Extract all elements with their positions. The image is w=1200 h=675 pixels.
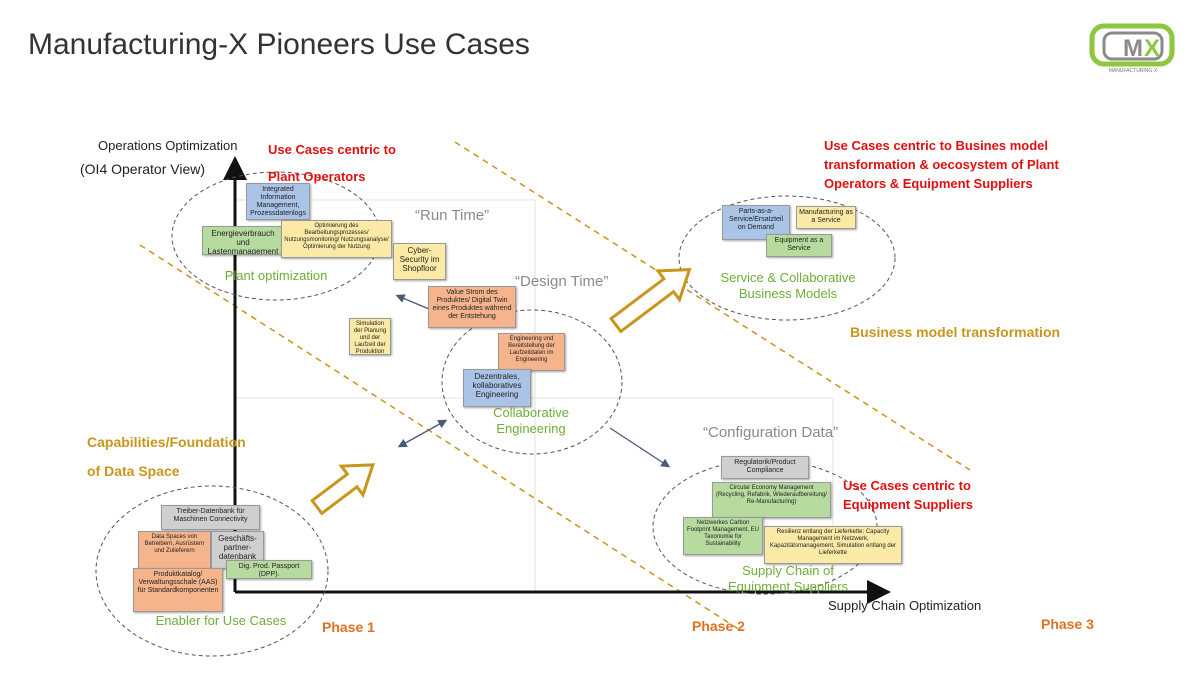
svg-text:X: X <box>1144 35 1160 62</box>
caption-line: Equipment Suppliers <box>728 579 848 594</box>
y-axis-sublabel: (OI4 Operator View) <box>80 161 206 177</box>
configuration-data-label: “Configuration Data” <box>703 424 839 441</box>
svg-text:MANUFACTURING-X: MANUFACTURING-X <box>1109 68 1158 74</box>
note-digital-product-passport: Dig. Prod. Passport (DPP). <box>226 560 312 579</box>
svg-text:M: M <box>1123 35 1143 62</box>
run-time-label: “Run Time” <box>415 207 490 224</box>
heading-plant-operators: Use Cases centric to Plant Operators <box>268 140 396 186</box>
caption-line: Collaborative <box>493 405 569 420</box>
note-carbon-footprint: Netzwerkes Carbon Footprint Management, … <box>683 517 763 555</box>
heading-line: Use Cases centric to Busines model <box>824 138 1048 153</box>
enabler-caption: Enabler for Use Cases <box>155 613 287 628</box>
note-data-spaces: Data Spaces von Betreibern, Ausrüstern u… <box>138 531 211 569</box>
note-simulation: Simulation der Planung und der Laufzeit … <box>349 318 391 355</box>
heading-line: Equipment Suppliers <box>843 497 974 512</box>
heading-line: Operators & Equipment Suppliers <box>824 176 1033 191</box>
note-cyber-security: Cyber-Security im Shopfloor <box>393 243 446 280</box>
caption-line: Service & Collaborative <box>720 270 856 285</box>
y-axis-label: Operations Optimization <box>98 138 238 153</box>
note-engineering-data: Engineering und Bereitstellung der Laufz… <box>498 333 565 371</box>
capabilities-label: Capabilities/Foundation <box>87 434 246 450</box>
note-driver-database: Treiber-Datenbank für Maschinen Connecti… <box>161 505 260 530</box>
manufacturing-x-logo: M X MANUFACTURING-X <box>1089 23 1175 74</box>
note-regulatory-compliance: Regulatorik/Product Compliance <box>721 456 809 479</box>
note-equipment-as-a-service: Equipment as a Service <box>766 234 832 257</box>
note-decentral-engineering: Dezentrales, kollaboratives Engineering <box>463 369 531 407</box>
heading-line: transformation & oecosystem of Plant <box>824 157 1059 172</box>
note-process-optimization: Optimierung des Bearbeitungsprozesses/ N… <box>281 220 392 258</box>
phase-arrow-2 <box>609 268 692 334</box>
plant-optimization-caption: Plant optimization <box>224 268 328 283</box>
design-time-label: “Design Time” <box>515 273 609 290</box>
phase-1-label: Phase 1 <box>322 619 375 635</box>
heading-line: Use Cases centric to <box>268 142 396 157</box>
heading-business-model: Use Cases centric to Busines model trans… <box>824 136 1084 193</box>
caption-line: Engineering <box>496 421 566 436</box>
page-title: Manufacturing-X Pioneers Use Cases <box>28 28 530 61</box>
caption-line: Supply Chain of <box>742 563 834 578</box>
note-product-catalog: Produktkatalog/ Verwaltungsschale (AAS) … <box>133 568 223 612</box>
caption-line: Business Models <box>738 286 838 301</box>
heading-line: Plant Operators <box>268 169 366 184</box>
supply-chain-caption: Supply Chain of Equipment Suppliers <box>713 563 863 595</box>
heading-equipment-suppliers: Use Cases centric to Equipment Suppliers <box>843 476 973 514</box>
note-circular-economy: Circular Economy Management (Recycling, … <box>712 482 831 518</box>
x-axis-label: Supply Chain Optimization <box>828 598 982 613</box>
business-transformation-label: Business model transformation <box>850 324 1061 340</box>
heading-line: Use Cases centric to <box>843 478 971 493</box>
note-resilience: Resilienz entlang der Lieferkette: Capac… <box>764 526 902 564</box>
note-information-management: Integrated Information Management, Proze… <box>246 183 310 220</box>
phase-2-label: Phase 2 <box>692 618 745 634</box>
note-energy-management: Energieverbrauch und Lastenmanagement <box>202 226 284 255</box>
note-value-stream: Value Strom des Produktes/ Digital Twin … <box>428 286 516 328</box>
note-manufacturing-as-a-service: Manufacturing as a Service <box>796 206 856 229</box>
capabilities-label-2: of Data Space <box>87 463 180 479</box>
collaborative-engineering-caption: Collaborative Engineering <box>472 405 590 437</box>
service-caption: Service & Collaborative Business Models <box>713 270 863 302</box>
phase-3-label: Phase 3 <box>1041 616 1094 632</box>
phase-arrow-1 <box>310 463 376 516</box>
